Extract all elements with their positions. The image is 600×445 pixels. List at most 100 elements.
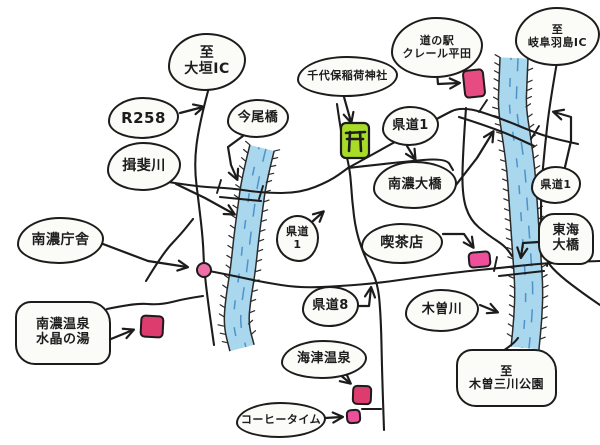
river-hatch-tick (526, 67, 534, 72)
label-line: 木曽三川公園 (468, 377, 544, 391)
river-hatch-tick (271, 157, 279, 160)
river-hatch-tick (498, 149, 506, 153)
river-hatch-tick (534, 165, 541, 170)
label-michinoeki-claire-hirata: 道の駅クレール平田 (391, 17, 483, 78)
river-east-stream (515, 58, 534, 349)
river-hatch-tick (235, 184, 241, 189)
pointer-arrow-tokai-ohashi (516, 240, 541, 260)
label-line: 千代保稲荷神社 (307, 69, 388, 83)
river-hatch-tick (504, 218, 511, 222)
river-hatch-tick (526, 113, 533, 118)
river-hatch-tick (267, 172, 275, 176)
river-hatch-tick (542, 295, 549, 299)
label-line: R258 (121, 108, 166, 127)
label-coffee-time: コーヒータイム (236, 402, 326, 438)
river-hatch-tick (273, 149, 281, 152)
label-to-ogaki-ic: 至大垣IC (168, 33, 246, 91)
river-hatch-tick (506, 333, 513, 338)
bridge-tick (258, 185, 264, 200)
river-hatch-tick (263, 199, 270, 203)
rivers-layer (217, 54, 549, 352)
road-nanno-ohashi-deck (457, 115, 536, 148)
river-hatch-tick (492, 106, 499, 110)
river-hatch-tick (497, 139, 504, 143)
label-line: 喫茶店 (380, 234, 424, 251)
road-west-bank-road (461, 106, 514, 258)
marker-kaizu-onsen (351, 384, 373, 406)
pointer-arrow-ibi-river (174, 182, 236, 216)
river-ibi-water (224, 144, 275, 352)
river-ibi-stream (233, 147, 260, 349)
label-line: 木曽川 (421, 302, 463, 318)
label-to-kiso-sansen-park: 至木曽三川公園 (456, 349, 557, 407)
label-line: 岐阜羽島IC (527, 35, 588, 49)
river-east-bank (525, 58, 544, 350)
label-tokai-ohashi-bridge: 東海大橋 (538, 213, 594, 265)
label-line: 県道 (286, 225, 309, 239)
river-hatch-tick (260, 219, 267, 223)
river-hatch-tick (505, 228, 512, 232)
label-route-258: R258 (108, 97, 179, 139)
river-hatch-tick (256, 248, 264, 253)
pointer-arrow-nanno-ohashi (454, 130, 495, 187)
river-hatch-tick (248, 310, 256, 314)
marker-chosha-junction-dot (196, 262, 212, 278)
label-kissaten: 喫茶店 (361, 223, 443, 264)
river-hatch-tick (505, 237, 513, 241)
river-hatch-tick (541, 305, 548, 310)
river-hatch-tick (508, 304, 515, 309)
river-hatch-tick (242, 148, 249, 154)
label-line: 海津温泉 (296, 351, 351, 367)
river-hatch-tick (526, 79, 533, 84)
label-line: 揖斐川 (122, 157, 166, 174)
river-hatch-tick (218, 313, 225, 318)
river-hatch-tick (251, 289, 259, 293)
label-line: 南濃大橋 (387, 176, 442, 192)
bridge-tick (216, 179, 222, 194)
label-line: 大橋 (552, 238, 580, 253)
pointer-arrow-chiyobo-shrine (342, 95, 355, 125)
river-hatch-tick (225, 264, 232, 269)
river-hatch-tick (541, 263, 548, 268)
river-hatch-tick (257, 238, 265, 243)
river-hatch-tick (250, 330, 257, 336)
label-line: 今尾橋 (237, 110, 279, 126)
river-hatch-tick (495, 131, 503, 135)
pointer-arrow-nanno-chosha (101, 242, 190, 272)
river-hatch-tick (502, 188, 509, 192)
bridge-tick (478, 99, 488, 113)
pointer-arrow-r258 (178, 103, 206, 116)
river-hatch-tick (503, 208, 511, 212)
label-imao-bridge: 今尾橋 (227, 99, 289, 138)
river-hatch-tick (249, 298, 257, 303)
label-line: 東海 (552, 223, 580, 239)
label-line: 南濃温泉 (35, 317, 90, 333)
label-nanno-onsen-suisho-no-yu: 南濃温泉水晶の湯 (15, 301, 111, 365)
river-hatch-tick (217, 324, 225, 327)
river-hatch-tick (542, 284, 549, 289)
river-east-stream (508, 57, 527, 348)
road-onsen-access-road (105, 294, 205, 311)
river-hatch-tick (501, 168, 508, 172)
label-line: 南濃庁舎 (31, 231, 90, 248)
river-hatch-tick (494, 123, 502, 127)
river-hatch-tick (506, 246, 513, 251)
road-imao-bridge-road (160, 166, 350, 195)
river-hatch-tick (223, 274, 230, 279)
river-hatch-tick (226, 254, 233, 260)
river-hatch-tick (525, 103, 532, 108)
river-hatch-tick (528, 123, 535, 129)
river-hatch-tick (501, 178, 509, 182)
river-hatch-tick (254, 269, 262, 273)
river-hatch-tick (229, 224, 236, 230)
road-flat-spur (346, 158, 455, 172)
marker-coffee-time (345, 408, 362, 425)
label-line: コーヒータイム (240, 412, 322, 426)
river-hatch-tick (503, 198, 510, 202)
pointer-arrow-kendo-1-east (551, 108, 573, 169)
pointer-arrow-kissaten (441, 232, 475, 249)
label-kendo-1-east: 県道1 (531, 166, 581, 204)
